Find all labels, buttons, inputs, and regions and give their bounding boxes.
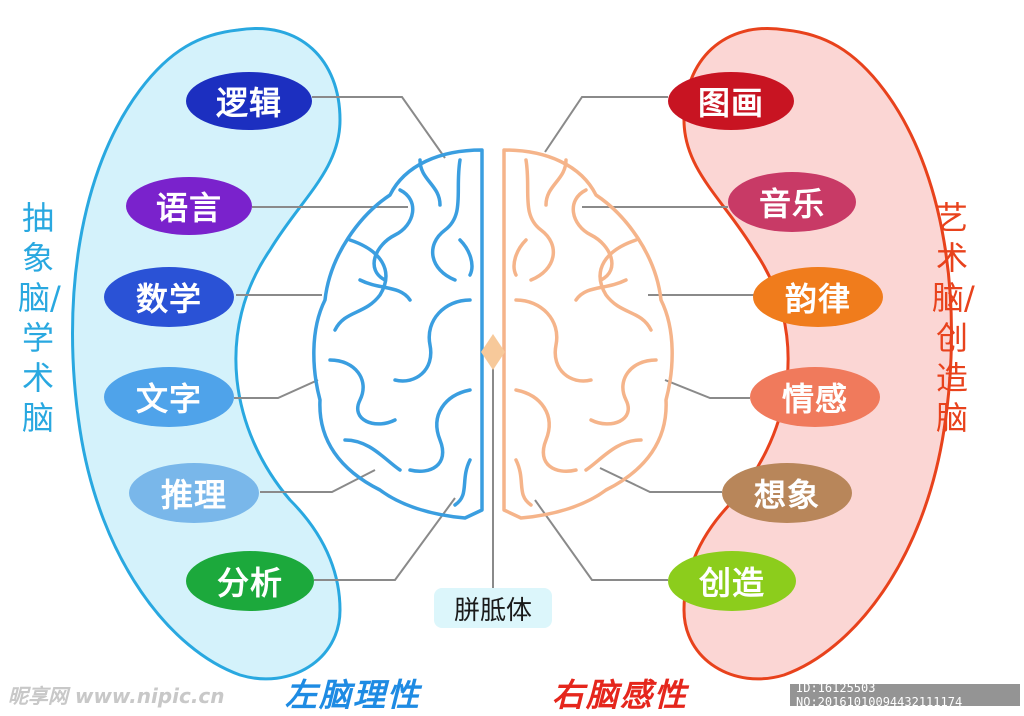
corpus-callosum-label: 胼胝体 [434,588,552,628]
left-item-logic: 逻辑 [186,72,312,130]
right-item-creativity: 创造 [668,551,796,611]
right-item-rhythm: 韵律 [753,267,883,327]
corpus-callosum-marker [481,334,505,370]
right-brain-title: 右脑感性 [552,676,689,714]
left-side-label: 抽象脑/学术脑 [18,199,61,437]
right-brain-hemisphere [502,148,674,520]
left-item-math: 数学 [104,267,234,327]
watermark-logo: 昵享网 www.nipic.cn [8,684,225,708]
left-brain-hemisphere [312,148,484,520]
left-item-reasoning: 推理 [129,463,259,523]
left-item-writing: 文字 [104,367,234,427]
left-brain-title: 左脑理性 [285,676,422,714]
right-item-drawing: 图画 [668,72,794,130]
watermark-id: ID:16125503 NO:20161010094432111174 [790,681,1020,709]
left-item-analysis: 分析 [186,551,314,611]
right-item-emotion: 情感 [750,367,880,427]
right-item-music: 音乐 [728,172,856,232]
right-side-label: 艺术脑/创造脑 [932,199,975,437]
left-item-language: 语言 [126,177,252,235]
right-item-imagination: 想象 [722,463,852,523]
